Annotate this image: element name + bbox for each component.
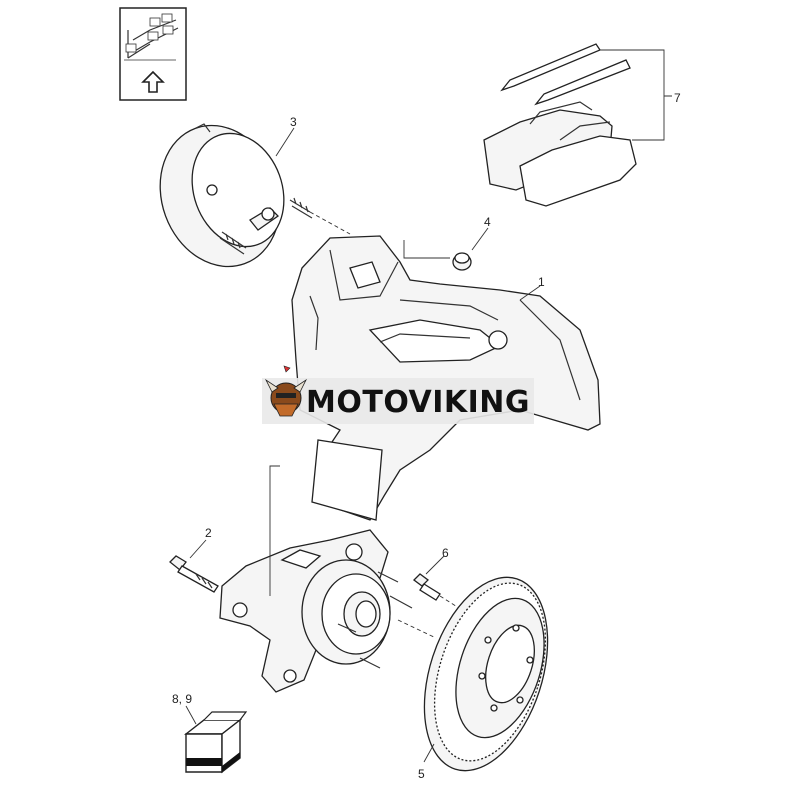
- leader-5: [423, 743, 435, 763]
- callout-1: 1: [538, 275, 545, 289]
- watermark-text: MOTOVIKING: [306, 385, 530, 420]
- wheel-stud: [413, 573, 441, 601]
- stud-upper: [289, 197, 313, 219]
- leader-6: [425, 555, 445, 575]
- dash-3: [309, 211, 351, 235]
- callout-6: 6: [442, 546, 449, 560]
- brake-pads: [483, 43, 637, 207]
- bolt: [169, 555, 219, 593]
- callout-7: 7: [674, 91, 681, 105]
- dash-4: [403, 240, 450, 259]
- nut: [452, 252, 472, 271]
- wheel-hub: [301, 559, 413, 669]
- brake-chamber: [159, 123, 313, 268]
- leader-3: [275, 127, 295, 157]
- leader-2: [189, 539, 207, 559]
- leader-89: [185, 705, 197, 725]
- watermark-banner: MOTOVIKING: [262, 365, 534, 424]
- mini-vehicle-icon: [124, 13, 179, 61]
- stud-lower: [219, 231, 247, 255]
- brake-disc: [423, 576, 549, 772]
- bracket-7: [600, 49, 672, 141]
- viking-logo-icon: [264, 365, 308, 417]
- callout-2: 2: [205, 526, 212, 540]
- callout-8-9: 8, 9: [172, 692, 192, 706]
- orientation-indicator: [119, 7, 187, 101]
- leader-4: [471, 227, 489, 251]
- dash-hub: [397, 619, 437, 639]
- callout-4: 4: [484, 215, 491, 229]
- dash-knuckle: [269, 465, 280, 596]
- orientation-arrow-icon: [141, 70, 165, 93]
- callout-5: 5: [418, 767, 425, 781]
- package-box-icon: [183, 711, 248, 774]
- leader-1: [519, 285, 541, 301]
- callout-3: 3: [290, 115, 297, 129]
